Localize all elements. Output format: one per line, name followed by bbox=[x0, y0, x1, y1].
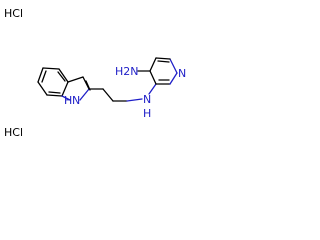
indole-pyrrole-ring bbox=[61, 76, 91, 101]
pyridine-n-label: N bbox=[178, 67, 186, 80]
hcl-label-bottom: HCl bbox=[4, 126, 23, 139]
structure-diagram: HCl HCl N H N H bbox=[4, 7, 186, 139]
indole-nh-label: H bbox=[64, 94, 72, 107]
ethyl-linker bbox=[88, 88, 143, 102]
linker-n-label: N bbox=[143, 93, 151, 106]
amine-label: H2N bbox=[115, 65, 139, 78]
indole-n-label: N bbox=[72, 94, 80, 107]
pyridine-ring bbox=[137, 57, 178, 95]
indole-benzene-ring bbox=[37, 67, 69, 97]
linker-h-label: H bbox=[143, 107, 151, 120]
hcl-label-top: HCl bbox=[4, 7, 23, 20]
